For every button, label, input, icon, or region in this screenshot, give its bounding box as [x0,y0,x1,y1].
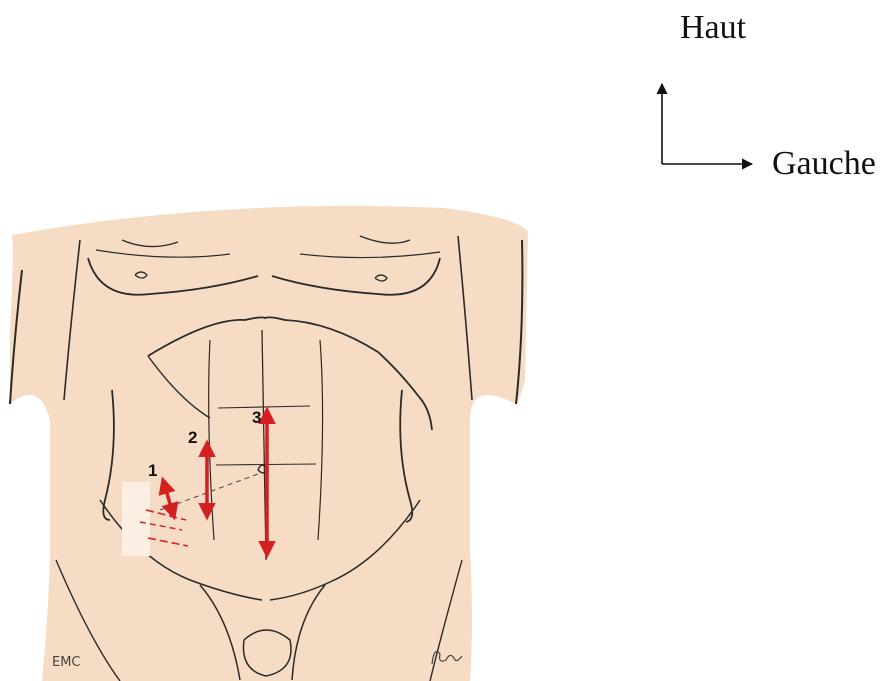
signature-emc: EMC [52,655,81,670]
incision-site-patch [122,482,150,556]
incision-number-1: 1 [148,461,157,480]
torso-illustration [10,206,528,681]
orientation-left-label: Gauche [772,145,876,182]
incision-number-3: 3 [252,408,261,427]
orientation-indicator: Haut Gauche [662,9,876,182]
orientation-up-label: Haut [680,9,747,46]
torso-silhouette [10,206,528,681]
incision-number-2: 2 [188,428,197,447]
